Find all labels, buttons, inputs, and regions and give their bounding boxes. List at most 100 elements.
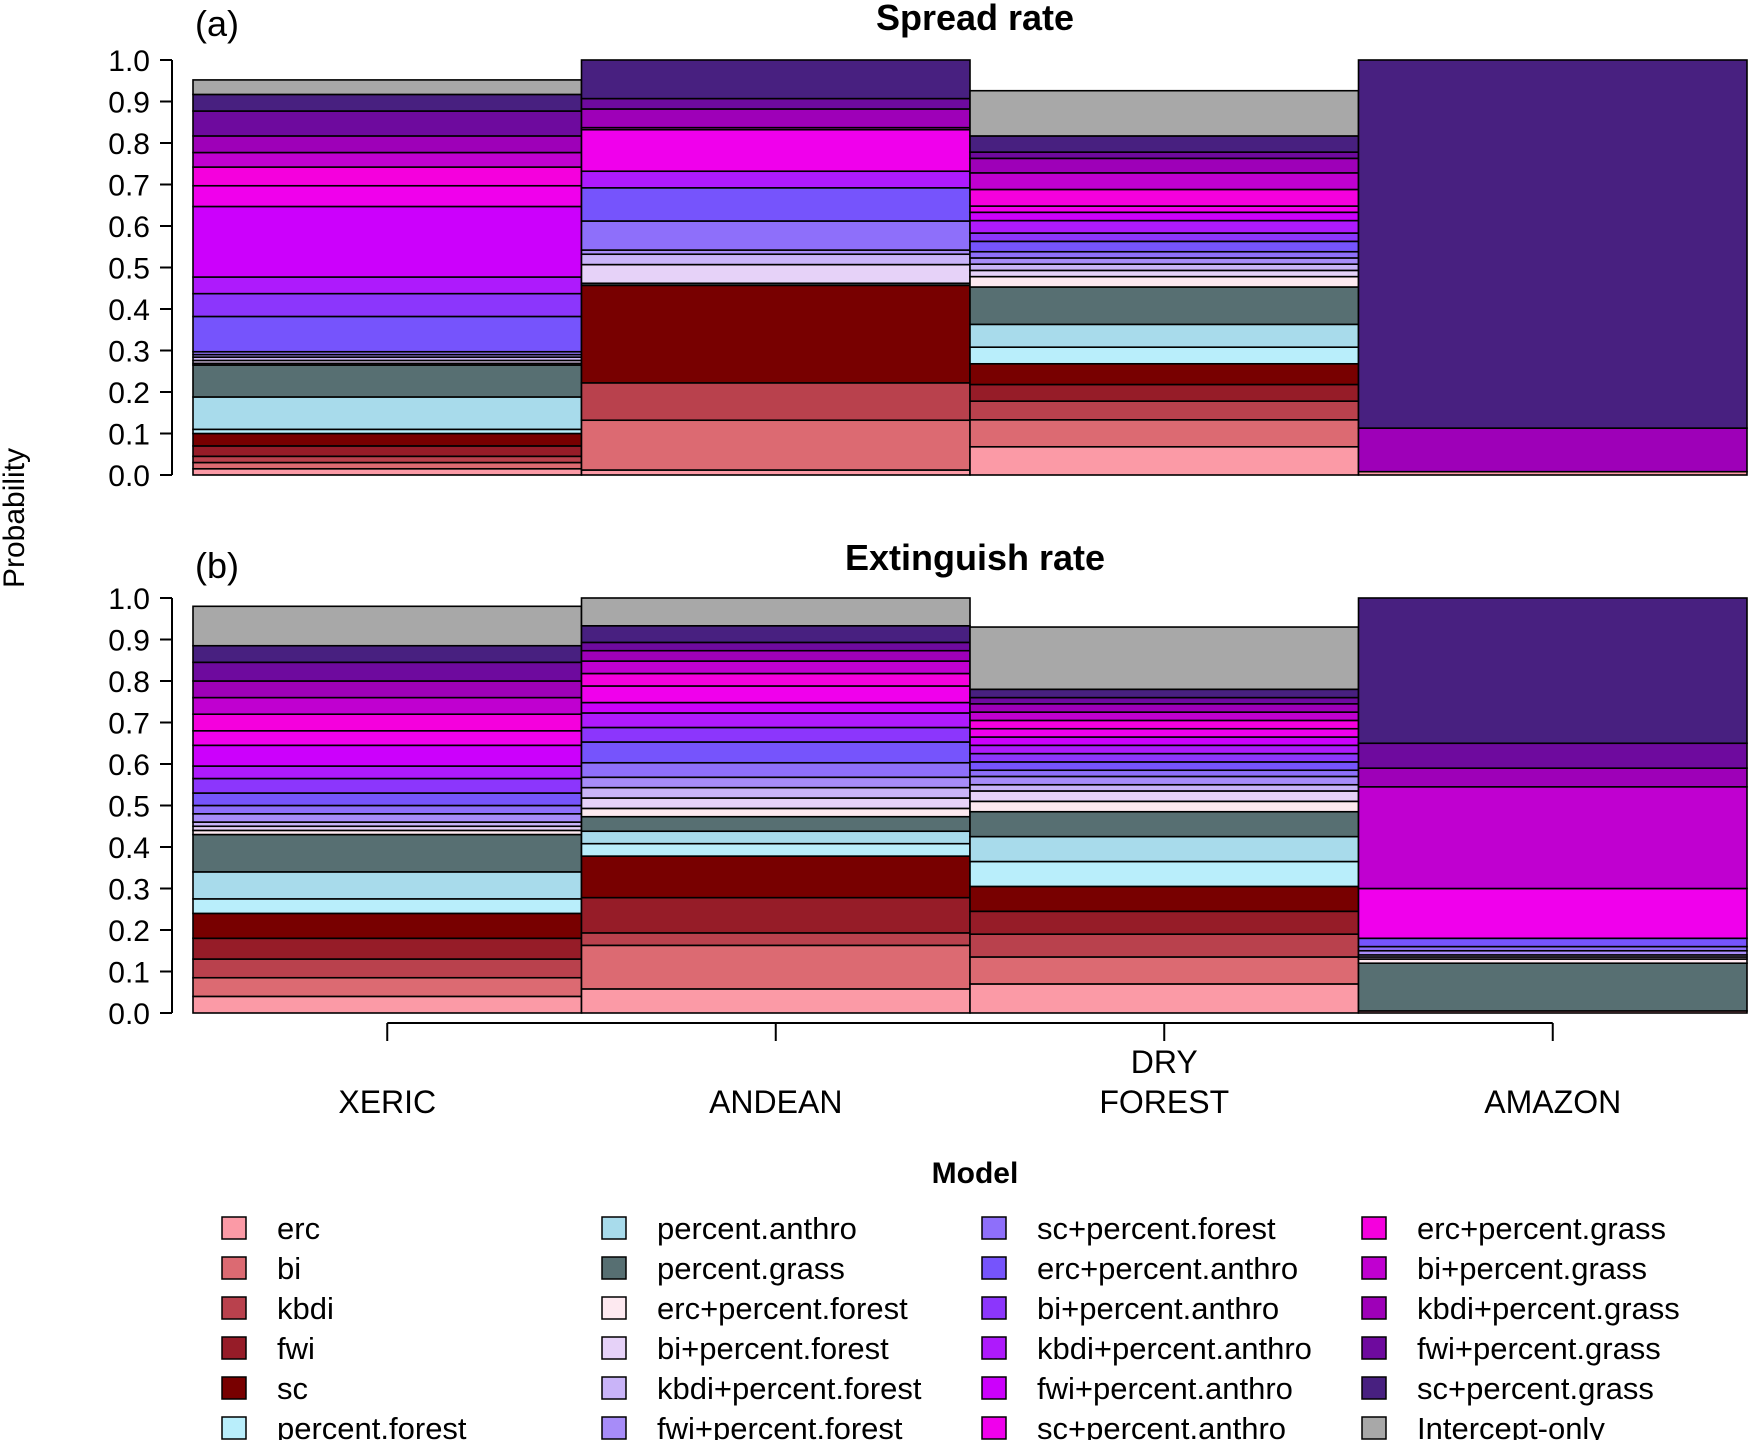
bar-segment-sc-percent-anthro	[580, 685, 971, 704]
x-category-label: AMAZON	[1484, 1084, 1621, 1120]
bar-segment-fwi-percent-grass	[1357, 742, 1748, 769]
bar-segment-kbdi-percent-forest	[969, 263, 1360, 272]
bar-segment-erc-percent-grass	[192, 166, 583, 187]
bar-segment-intercept-only	[969, 89, 1360, 137]
bar-segment-kbdi-percent-anthro	[580, 712, 971, 729]
bar-segment-fwi-percent-forest	[192, 812, 583, 823]
bar-segment-fwi	[580, 896, 971, 934]
y-tick-label: 0.8	[108, 666, 150, 699]
y-tick-label: 0.6	[108, 211, 150, 244]
legend-title: Model	[932, 1157, 1019, 1190]
legend-swatch	[601, 1416, 627, 1440]
y-tick-label: 1.0	[108, 583, 150, 616]
y-tick-label: 0.0	[108, 460, 150, 493]
legend-label: fwi	[277, 1331, 315, 1366]
bar-segment-erc-percent-grass	[969, 719, 1360, 730]
bar-segment-percent-grass	[192, 833, 583, 873]
bar-segment-erc-percent-anthro	[969, 761, 1360, 772]
bar-segment-fwi-percent-anthro	[192, 205, 583, 278]
bar-segment-bi	[580, 944, 971, 990]
bar-segment-bi-percent-anthro	[192, 292, 583, 318]
legend-swatch	[1361, 1216, 1387, 1240]
y-tick-label: 0.1	[108, 957, 150, 990]
legend-swatch	[221, 1216, 247, 1240]
bar-segment-bi-percent-anthro	[969, 752, 1360, 763]
legend-swatch	[221, 1296, 247, 1320]
bar-segment-fwi-percent-anthro	[580, 701, 971, 714]
y-tick-label: 0.3	[108, 336, 150, 369]
bar-segment-bi-percent-grass	[580, 660, 971, 675]
panel-b-title: Extinguish rate	[845, 537, 1105, 578]
legend-label: sc+percent.anthro	[1037, 1411, 1286, 1440]
bar-segment-fwi-percent-grass	[192, 661, 583, 682]
legend-swatch	[1361, 1296, 1387, 1320]
bar-segment-erc-percent-grass	[969, 188, 1360, 207]
panel-b-label: (b)	[195, 545, 239, 586]
bar-segment-percent-anthro	[192, 871, 583, 900]
bar-segment-percent-grass	[969, 286, 1360, 326]
y-tick-label: 0.5	[108, 791, 150, 824]
bar-segment-percent-forest	[580, 842, 971, 857]
bar-segment-sc-percent-forest	[969, 250, 1360, 259]
bar-segment-erc-percent-forest	[969, 275, 1360, 288]
bar-segment-bi	[580, 419, 971, 471]
bar-segment-kbdi-percent-anthro	[580, 170, 971, 189]
y-tick-label: 0.7	[108, 170, 150, 203]
bar-segment-kbdi-percent-forest	[580, 253, 971, 266]
bar-segment-sc-percent-forest	[192, 804, 583, 815]
bar-segment-fwi-percent-forest	[969, 257, 1360, 265]
bar-segment-kbdi	[969, 400, 1360, 421]
bar-segment-fwi	[969, 910, 1360, 935]
bar-segment-sc	[192, 432, 583, 447]
bar-segment-sc	[192, 912, 583, 940]
bar-segment-erc-percent-anthro	[192, 792, 583, 807]
bar-segment-fwi	[192, 445, 583, 458]
legend-swatch	[221, 1336, 247, 1360]
legend-label: bi+percent.anthro	[1037, 1291, 1279, 1326]
legend-label: bi	[277, 1251, 301, 1286]
y-tick-label: 0.3	[108, 874, 150, 907]
legend-swatch	[1361, 1336, 1387, 1360]
bar-segment-intercept-only	[969, 626, 1360, 691]
x-category-label: ANDEAN	[709, 1084, 842, 1120]
legend-swatch	[601, 1376, 627, 1400]
bar-segment-fwi-percent-forest	[580, 776, 971, 789]
bar-segment-percent-anthro	[580, 830, 971, 845]
legend-swatch	[981, 1216, 1007, 1240]
y-tick-label: 0.9	[108, 87, 150, 120]
bar-segment-erc	[192, 467, 583, 476]
bar-segment-kbdi	[192, 455, 583, 464]
panel-b-y-axis: 0.00.10.20.30.40.50.60.70.80.91.0	[108, 583, 173, 1031]
bar-segment-sc	[969, 362, 1360, 386]
bar-segment-sc-percent-grass	[969, 135, 1360, 153]
bar-segment-kbdi-percent-grass	[969, 703, 1360, 713]
bar-segment-bi-percent-anthro	[580, 726, 971, 743]
legend-swatch	[221, 1416, 247, 1440]
bar-segment-percent-forest	[969, 346, 1360, 365]
bar-segment-sc-percent-forest	[580, 761, 971, 779]
bar-segment-sc-percent-anthro	[1357, 887, 1748, 940]
bar-segment-sc	[580, 284, 971, 384]
bar-segment-kbdi	[580, 932, 971, 947]
legend-label: erc+percent.anthro	[1037, 1251, 1298, 1286]
legend-label: sc+percent.forest	[1037, 1211, 1276, 1246]
bar-segment-kbdi-percent-anthro	[192, 765, 583, 780]
bar-segment-percent-forest	[969, 860, 1360, 888]
bar-segment-erc-percent-anthro	[580, 741, 971, 764]
bar-segment-fwi-percent-grass	[969, 151, 1360, 160]
bar-segment-erc	[580, 988, 971, 1014]
y-tick-label: 0.4	[108, 832, 150, 865]
bar-segment-erc-percent-anthro	[969, 240, 1360, 253]
bar-segment-sc-percent-anthro	[969, 727, 1360, 738]
bar-segment-kbdi	[580, 382, 971, 422]
panel-a: (a) Spread rate 0.00.10.20.30.40.50.60.7…	[108, 0, 1748, 493]
bar-segment-kbdi-percent-grass	[1357, 427, 1748, 473]
bar-segment-bi-percent-forest	[969, 790, 1360, 803]
legend-swatch	[981, 1416, 1007, 1440]
x-category-label: XERIC	[338, 1084, 436, 1120]
y-tick-label: 0.2	[108, 377, 150, 410]
bar-segment-sc-percent-grass	[580, 625, 971, 644]
y-tick-label: 0.5	[108, 253, 150, 286]
bar-segment-kbdi-percent-anthro	[969, 219, 1360, 234]
